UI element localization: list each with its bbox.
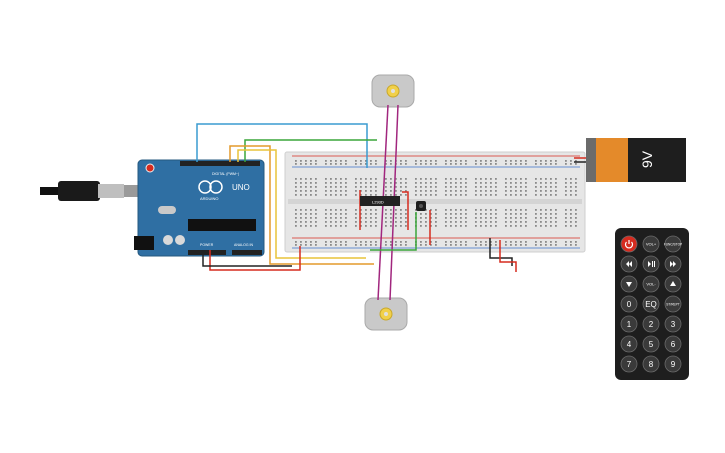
capacitor [175,235,185,245]
remote-button-1[interactable]: VOL+ [642,235,660,253]
remote-button-label: 7 [627,360,632,369]
remote-button-4[interactable] [642,255,660,273]
driver-chip-label: L293D [372,200,384,205]
remote-button-label: ST/REPT [666,303,680,307]
remote-button-9[interactable]: 0 [620,295,638,313]
usb-cable [40,181,140,201]
wire-red [402,191,409,230]
ir-remote[interactable]: VOL+ FUNC/STOP VOL- 0 EQ ST/REPT 1 2 3 4 5 6 7 8 9 [615,228,689,380]
next-icon [670,261,676,267]
power-jack [134,236,154,250]
arduino-brand-label: ARDUINO [200,196,218,201]
remote-button-label: VOL+ [646,242,657,247]
remote-button-11[interactable]: ST/REPT [664,295,682,313]
capacitor [163,235,173,245]
arduino-logo-icon [209,180,223,194]
power-icon [624,240,634,249]
wire-green [370,212,417,251]
remote-button-12[interactable]: 1 [620,315,638,333]
wire-green [244,139,377,162]
analog-label: ANALOG IN [234,243,254,247]
remote-button-label: 0 [627,300,632,309]
breadboard[interactable] [284,151,586,253]
remote-button-20[interactable]: 9 [664,355,682,373]
crystal [158,206,176,214]
remote-button-label: 4 [627,340,632,349]
remote-button-5[interactable] [664,255,682,273]
battery-9v[interactable]: 9V [586,138,686,182]
remote-button-label: VOL- [646,282,656,287]
dc-motor-bottom[interactable] [364,297,408,331]
remote-button-3[interactable] [620,255,638,273]
digital-label: DIGITAL (PWM~) [212,172,239,176]
remote-button-8[interactable] [664,275,682,293]
wire-black [202,250,292,267]
wire-yellow [237,149,366,259]
ir-receiver[interactable] [416,201,426,211]
previous-icon [626,261,632,267]
reset-button[interactable] [145,163,155,173]
remote-button-label: 2 [649,320,654,329]
power-header [188,250,226,255]
remote-button-7[interactable]: VOL- [642,275,660,293]
wire-orange [229,145,374,265]
analog-header [232,250,262,255]
remote-button-label: 8 [649,360,654,369]
remote-button-10[interactable]: EQ [642,295,660,313]
arduino-model-label: UNO [232,183,250,192]
remote-button-label: EQ [645,300,657,309]
remote-button-label: 6 [671,340,676,349]
wire-red [499,240,517,272]
remote-button-label: 5 [649,340,654,349]
power-label: POWER [200,243,214,247]
wire-blue [196,123,368,168]
play-pause-icon [648,261,655,267]
remote-button-13[interactable]: 2 [642,315,660,333]
remote-button-16[interactable]: 5 [642,335,660,353]
remote-button-label: 1 [627,320,632,329]
remote-button-17[interactable]: 6 [664,335,682,353]
remote-button-6[interactable] [620,275,638,293]
remote-button-15[interactable]: 4 [620,335,638,353]
battery-label: 9V [639,150,655,168]
up-arrow-icon [670,281,676,286]
l293d-driver-chip[interactable]: L293D [360,196,400,206]
remote-button-0[interactable] [620,235,638,253]
digital-header [180,161,260,166]
down-arrow-icon [626,282,632,287]
remote-button-label: 9 [671,360,676,369]
arduino-uno-board[interactable]: UNO ARDUINO DIGITAL (PWM~) POWER ANALOG … [134,159,265,257]
remote-button-18[interactable]: 7 [620,355,638,373]
arduino-logo-icon [198,180,212,194]
remote-button-2[interactable]: FUNC/STOP [664,235,682,253]
dc-motor-top[interactable] [371,74,415,108]
remote-button-14[interactable]: 3 [664,315,682,333]
microcontroller-chip [188,219,256,231]
wire-red [209,246,301,271]
remote-button-19[interactable]: 8 [642,355,660,373]
breadboard-holes [295,160,577,246]
remote-button-label: FUNC/STOP [664,243,682,247]
remote-button-label: 3 [671,320,676,329]
